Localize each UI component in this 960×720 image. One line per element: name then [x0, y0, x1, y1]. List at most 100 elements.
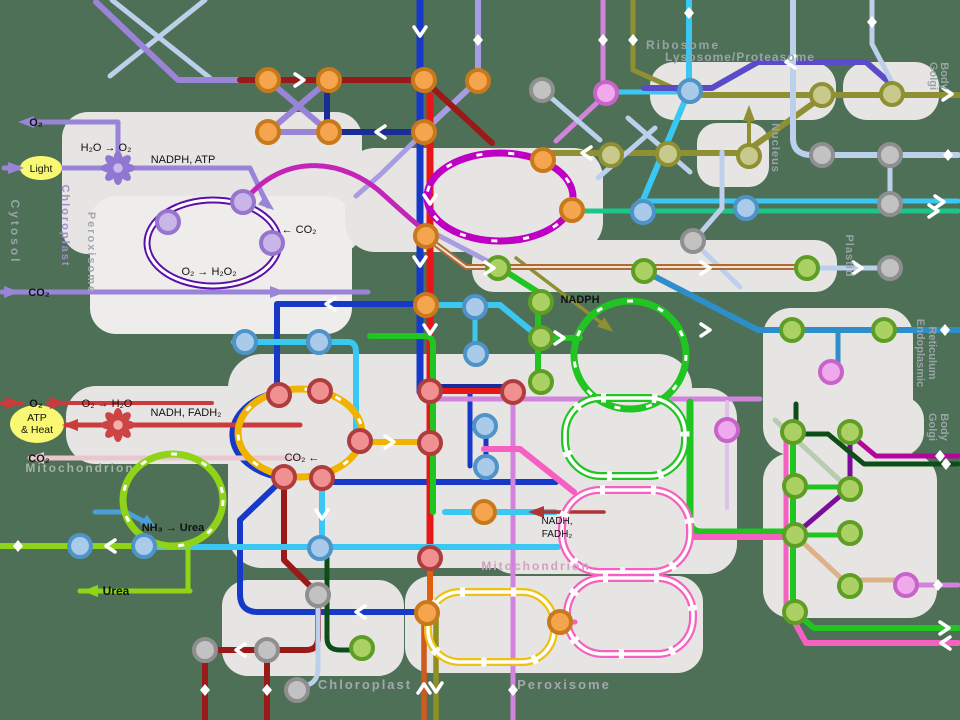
station-gray[interactable] — [877, 191, 903, 217]
pathway-cycle-ticks — [121, 452, 225, 548]
station-orange[interactable] — [316, 67, 342, 93]
station-gray[interactable] — [192, 637, 218, 663]
station-olive[interactable] — [809, 82, 835, 108]
station-olive[interactable] — [655, 141, 681, 167]
station-green[interactable] — [485, 255, 511, 281]
station-green[interactable] — [631, 258, 657, 284]
station-green[interactable] — [528, 325, 554, 351]
station-olive[interactable] — [736, 143, 762, 169]
station-green[interactable] — [837, 476, 863, 502]
station-red[interactable] — [500, 379, 526, 405]
station-red[interactable] — [307, 378, 333, 404]
metro-line — [429, 239, 797, 268]
station-green[interactable] — [782, 599, 808, 625]
station-blue[interactable] — [232, 329, 258, 355]
station-blue[interactable] — [733, 195, 759, 221]
station-orange[interactable] — [411, 67, 437, 93]
metro-line — [107, 0, 208, 79]
map-label: Chloroplast — [318, 677, 412, 692]
station-orange[interactable] — [413, 292, 439, 318]
station-red[interactable] — [417, 378, 443, 404]
station-red[interactable] — [266, 382, 292, 408]
station-gray[interactable] — [877, 255, 903, 281]
station-blue[interactable] — [677, 78, 703, 104]
triangle-arrow-icon — [6, 397, 22, 409]
station-lavender[interactable] — [155, 209, 181, 235]
station-green[interactable] — [837, 520, 863, 546]
station-orange[interactable] — [414, 600, 440, 626]
station-orange[interactable] — [411, 119, 437, 145]
station-orchid[interactable] — [893, 572, 919, 598]
station-blue[interactable] — [67, 533, 93, 559]
triangle-arrow-icon — [140, 514, 157, 529]
station-gray[interactable] — [284, 677, 310, 703]
station-orange[interactable] — [316, 119, 342, 145]
station-gray[interactable] — [529, 77, 555, 103]
station-green[interactable] — [837, 573, 863, 599]
triangle-arrow-icon — [743, 105, 755, 121]
station-gray[interactable] — [809, 142, 835, 168]
station-orange[interactable] — [471, 499, 497, 525]
map-label: Cytosol — [8, 199, 22, 264]
station-orange[interactable] — [255, 119, 281, 145]
metro-line — [274, 301, 423, 391]
station-blue[interactable] — [131, 533, 157, 559]
diamond-arrow-icon — [13, 540, 23, 552]
zone-peroxisome-top-left — [90, 196, 352, 334]
station-green[interactable] — [782, 473, 808, 499]
station-green[interactable] — [782, 522, 808, 548]
station-blue[interactable] — [472, 413, 498, 439]
zone-golgi-right — [820, 396, 924, 456]
station-orchid[interactable] — [593, 80, 619, 106]
metro-line — [481, 446, 577, 495]
station-lavender[interactable] — [230, 189, 256, 215]
station-gray[interactable] — [305, 582, 331, 608]
station-green[interactable] — [837, 419, 863, 445]
station-orange[interactable] — [530, 147, 556, 173]
chevron-arrow-icon — [354, 604, 367, 620]
station-green[interactable] — [528, 289, 554, 315]
station-blue[interactable] — [463, 341, 489, 367]
station-red[interactable] — [309, 465, 335, 491]
metro-line — [237, 475, 421, 615]
energy-bubble — [10, 405, 64, 443]
station-orange[interactable] — [465, 68, 491, 94]
chevron-arrow-icon — [580, 145, 593, 161]
chevron-arrow-icon — [927, 203, 940, 219]
station-green[interactable] — [349, 635, 375, 661]
station-red[interactable] — [271, 464, 297, 490]
station-gray[interactable] — [254, 637, 280, 663]
diamond-arrow-icon — [940, 324, 950, 336]
station-red[interactable] — [347, 428, 373, 454]
station-blue[interactable] — [473, 454, 499, 480]
station-red[interactable] — [417, 430, 443, 456]
station-orange[interactable] — [547, 609, 573, 635]
station-green[interactable] — [794, 255, 820, 281]
triangle-arrow-icon — [597, 317, 614, 332]
map-label: Light — [30, 163, 53, 175]
station-olive[interactable] — [879, 81, 905, 107]
station-orange[interactable] — [413, 223, 439, 249]
station-blue[interactable] — [306, 329, 332, 355]
station-green[interactable] — [871, 317, 897, 343]
station-orchid[interactable] — [714, 417, 740, 443]
station-orange[interactable] — [559, 197, 585, 223]
station-green[interactable] — [780, 419, 806, 445]
station-gray[interactable] — [680, 228, 706, 254]
triangle-arrow-icon — [8, 162, 24, 174]
station-blue[interactable] — [630, 199, 656, 225]
station-blue[interactable] — [462, 294, 488, 320]
station-red[interactable] — [417, 545, 443, 571]
map-label: Chloroplast — [59, 184, 71, 267]
station-lavender[interactable] — [259, 230, 285, 256]
station-gray[interactable] — [877, 142, 903, 168]
map-label: Plastid — [843, 234, 855, 277]
station-green[interactable] — [528, 369, 554, 395]
map-label: & Heat — [21, 424, 53, 436]
station-orchid[interactable] — [818, 359, 844, 385]
station-green[interactable] — [779, 317, 805, 343]
enzyme-flower-icon — [101, 151, 135, 185]
station-olive[interactable] — [598, 142, 624, 168]
station-blue[interactable] — [307, 535, 333, 561]
station-orange[interactable] — [255, 67, 281, 93]
